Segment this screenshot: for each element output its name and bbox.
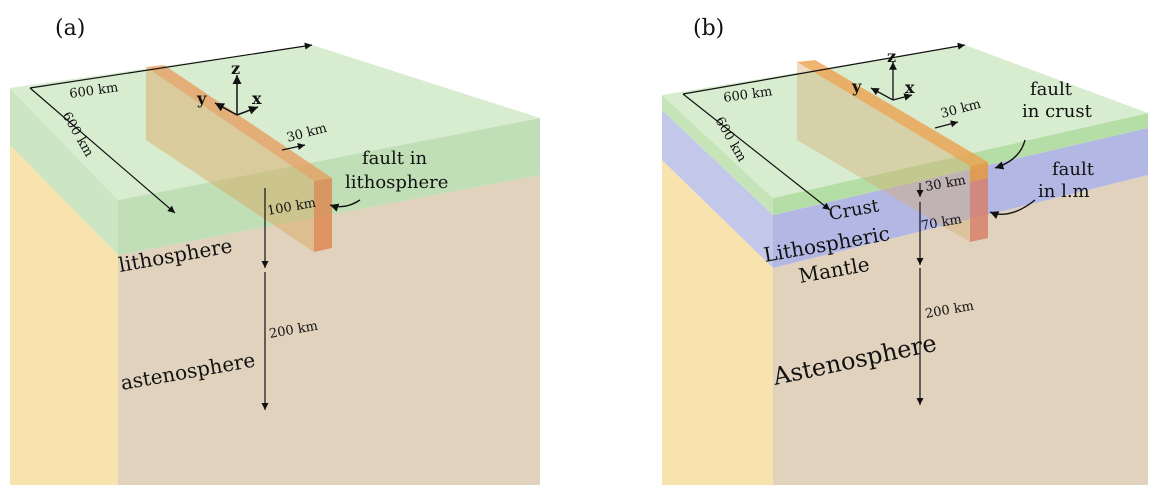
x-axis-arrow bbox=[892, 93, 913, 101]
fault-slab-front bbox=[314, 178, 332, 252]
mantle-front-face bbox=[773, 128, 1148, 268]
fault-slab-top bbox=[797, 60, 988, 166]
crust-side-face bbox=[662, 95, 773, 215]
length-dim-arrow bbox=[29, 42, 313, 89]
lithosphere-side-face bbox=[10, 88, 118, 255]
fault-crust-label-line1: fault bbox=[1030, 79, 1073, 100]
fault-slab-mantle-front bbox=[970, 178, 988, 242]
lithosphere-top-face bbox=[10, 45, 540, 200]
asthenosphere-side-face bbox=[662, 160, 773, 485]
length-dim-arrow bbox=[682, 42, 966, 95]
fault-label-line2: lithosphere bbox=[345, 172, 448, 193]
panel-a: (a) z x y 600 km 600 km 30 km lithosp bbox=[10, 16, 540, 485]
fault-lm-label-line1: fault bbox=[1052, 159, 1095, 180]
width-dim-arrow bbox=[29, 87, 176, 214]
y-axis-arrow bbox=[870, 87, 894, 101]
fault-width-arrow bbox=[281, 143, 306, 151]
mantle-thickness-label: 70 km bbox=[920, 212, 963, 234]
fault-width-arrow bbox=[934, 120, 959, 129]
z-axis-label: z bbox=[231, 59, 240, 78]
length-dim-label: 600 km bbox=[722, 84, 773, 106]
y-axis-label: y bbox=[851, 77, 862, 96]
fault-lm-label-line2: in l.m bbox=[1038, 181, 1090, 202]
x-axis-label: x bbox=[905, 78, 915, 97]
length-dim-label: 600 km bbox=[68, 80, 119, 102]
fault-slab-crust-front bbox=[970, 162, 988, 182]
x-axis-label: x bbox=[252, 89, 262, 108]
x-axis-arrow bbox=[236, 105, 259, 116]
fault-slab-top bbox=[146, 65, 332, 181]
fault-crust-pointer bbox=[994, 139, 1026, 170]
mantle-side-face bbox=[662, 110, 773, 268]
z-axis-label: z bbox=[887, 47, 896, 66]
asthenosphere-front-face bbox=[118, 175, 540, 485]
panel-a-label: (a) bbox=[55, 16, 85, 41]
y-axis-arrow bbox=[214, 102, 238, 116]
crust-front-face bbox=[773, 113, 1148, 215]
y-axis-label: y bbox=[196, 89, 207, 108]
fault-slab-side bbox=[797, 62, 970, 242]
asthenosphere-side-face bbox=[10, 145, 118, 485]
width-dim-arrow bbox=[682, 93, 831, 211]
fault-slab-side bbox=[146, 67, 314, 252]
crust-thickness-label: 30 km bbox=[924, 173, 967, 195]
fault-pointer-arrow bbox=[329, 199, 361, 212]
panel-b-label: (b) bbox=[693, 16, 724, 41]
panel-b: (b) z x y 600 km 600 km bbox=[662, 16, 1148, 485]
fault-crust-label-line2: in crust bbox=[1022, 101, 1093, 122]
fault-lm-pointer bbox=[989, 199, 1036, 220]
fault-label-line1: fault in bbox=[362, 148, 427, 169]
asthenosphere-front-face bbox=[773, 175, 1148, 485]
